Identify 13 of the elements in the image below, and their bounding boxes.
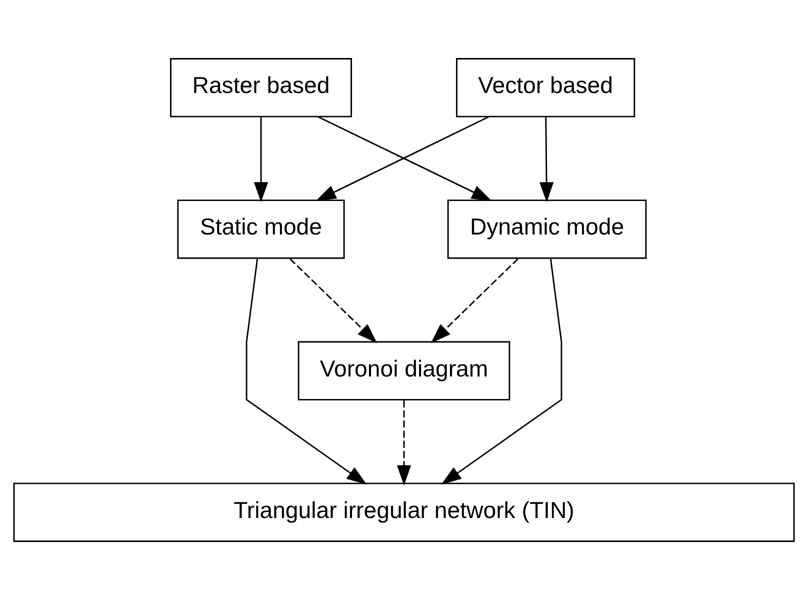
arrow (246, 258, 367, 484)
arrow (441, 258, 562, 484)
arrow (289, 258, 378, 343)
node-box: Raster based (170, 58, 352, 117)
arrow (539, 116, 554, 202)
arrow (396, 400, 412, 486)
arrow (430, 258, 519, 343)
node-box: Dynamic mode (447, 199, 647, 258)
arrow (254, 116, 268, 202)
node-box: Triangular irregular network (TIN) (13, 482, 795, 542)
node-box: Static mode (177, 199, 345, 258)
node-box: Voronoi diagram (298, 340, 510, 400)
node-box: Vector based (456, 58, 636, 117)
